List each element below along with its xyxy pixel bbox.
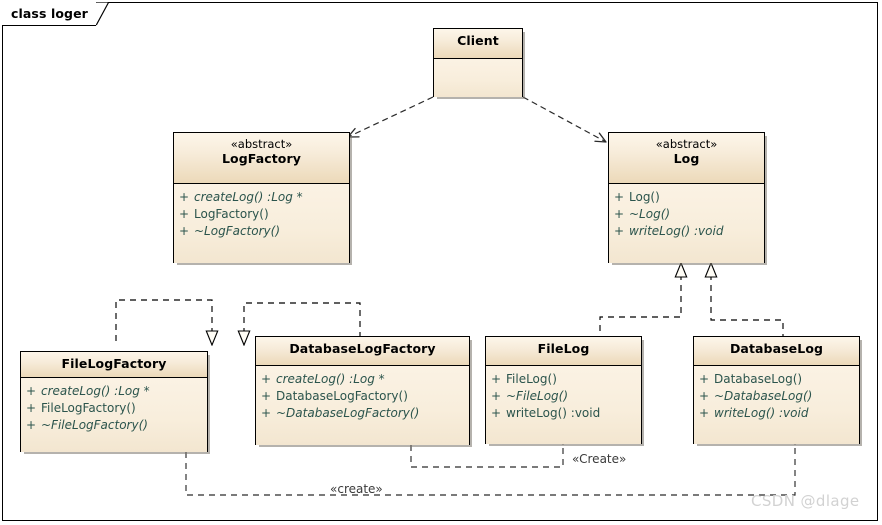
member-signature: ~Log(): [629, 207, 671, 221]
member-row: + writeLog() :void: [486, 405, 641, 422]
class-members-filelogfactory: + createLog() :Log * + FileLogFactory() …: [21, 378, 207, 452]
member-row: + createLog() :Log *: [21, 383, 207, 400]
member-visibility: +: [25, 401, 37, 415]
member-visibility: +: [613, 190, 625, 204]
class-header-logfactory: «abstract» LogFactory: [174, 133, 349, 184]
member-signature: ~FileLog(): [506, 389, 569, 403]
member-row: + ~DatabaseLog(): [694, 388, 859, 405]
member-signature: ~FileLogFactory(): [41, 418, 148, 432]
member-signature: LogFactory(): [194, 207, 269, 221]
class-header-databaselogfactory: DatabaseLogFactory: [256, 337, 469, 366]
member-row: + writeLog() :void: [694, 405, 859, 422]
member-row: + DatabaseLogFactory(): [256, 388, 469, 405]
class-header-filelog: FileLog: [486, 337, 641, 366]
class-stereotype-logfactory: «abstract»: [230, 137, 293, 151]
member-signature: writeLog() :void: [506, 406, 601, 420]
member-row: + createLog() :Log *: [174, 189, 349, 206]
member-visibility: +: [613, 207, 625, 221]
class-name-databaselog: DatabaseLog: [729, 341, 824, 356]
title-tab-body: class loger: [2, 2, 96, 26]
class-members-logfactory: + createLog() :Log * + LogFactory() + ~L…: [174, 184, 349, 263]
member-row: + ~DatabaseLogFactory(): [256, 405, 469, 422]
member-visibility: +: [25, 418, 37, 432]
title-tab-notch-icon: [96, 2, 110, 26]
class-box-filelogfactory[interactable]: FileLogFactory + createLog() :Log * + Fi…: [20, 351, 208, 452]
member-row: + Log(): [609, 189, 764, 206]
member-visibility: +: [260, 406, 272, 420]
member-visibility: +: [490, 406, 502, 420]
class-members-databaselog: + DatabaseLog() + ~DatabaseLog() + write…: [694, 366, 859, 444]
edge-label-create-lower: «create»: [330, 482, 383, 496]
class-header-filelogfactory: FileLogFactory: [21, 352, 207, 378]
member-row: + writeLog() :void: [609, 223, 764, 240]
member-signature: writeLog() :void: [714, 406, 809, 420]
member-row: + createLog() :Log *: [256, 371, 469, 388]
member-visibility: +: [490, 372, 502, 386]
watermark-text: CSDN @dlage: [751, 492, 860, 510]
class-box-client[interactable]: Client: [433, 28, 523, 97]
class-name-databaselogfactory: DatabaseLogFactory: [289, 341, 436, 356]
member-row: + ~LogFactory(): [174, 223, 349, 240]
member-row: + FileLog(): [486, 371, 641, 388]
class-stereotype-log: «abstract»: [655, 137, 718, 151]
member-signature: writeLog() :void: [629, 224, 724, 238]
class-box-log[interactable]: «abstract» Log + Log() + ~Log() + writeL…: [608, 132, 765, 263]
member-signature: FileLogFactory(): [41, 401, 136, 415]
edge-label-create-upper: «Create»: [572, 452, 627, 466]
member-signature: DatabaseLogFactory(): [276, 389, 408, 403]
class-box-filelog[interactable]: FileLog + FileLog() + ~FileLog() + write…: [485, 336, 642, 444]
class-name-client: Client: [457, 33, 499, 48]
class-members-client: [434, 59, 522, 97]
member-signature: ~LogFactory(): [194, 224, 280, 238]
class-members-databaselogfactory: + createLog() :Log * + DatabaseLogFactor…: [256, 366, 469, 445]
class-box-databaselogfactory[interactable]: DatabaseLogFactory + createLog() :Log * …: [255, 336, 470, 445]
member-row: + ~FileLogFactory(): [21, 417, 207, 434]
member-row: + DatabaseLog(): [694, 371, 859, 388]
member-visibility: +: [25, 384, 37, 398]
member-visibility: +: [613, 224, 625, 238]
member-row: + ~Log(): [609, 206, 764, 223]
member-visibility: +: [260, 389, 272, 403]
member-signature: FileLog(): [506, 372, 557, 386]
class-name-filelog: FileLog: [537, 341, 590, 356]
member-signature: createLog() :Log *: [194, 190, 303, 204]
member-visibility: +: [698, 406, 710, 420]
member-row: + LogFactory(): [174, 206, 349, 223]
member-signature: Log(): [629, 190, 660, 204]
diagram-title: class loger: [11, 6, 88, 21]
member-visibility: +: [178, 207, 190, 221]
class-members-filelog: + FileLog() + ~FileLog() + writeLog() :v…: [486, 366, 641, 444]
member-signature: ~DatabaseLogFactory(): [276, 406, 420, 420]
class-box-logfactory[interactable]: «abstract» LogFactory + createLog() :Log…: [173, 132, 350, 263]
class-name-filelogfactory: FileLogFactory: [61, 356, 167, 371]
member-visibility: +: [178, 190, 190, 204]
class-name-log: Log: [673, 151, 700, 166]
diagram-title-tab[interactable]: class loger: [2, 2, 110, 26]
class-box-databaselog[interactable]: DatabaseLog + DatabaseLog() + ~DatabaseL…: [693, 336, 860, 444]
member-visibility: +: [698, 372, 710, 386]
member-visibility: +: [698, 389, 710, 403]
member-visibility: +: [260, 372, 272, 386]
member-visibility: +: [490, 389, 502, 403]
class-name-logfactory: LogFactory: [221, 151, 302, 166]
member-signature: DatabaseLog(): [714, 372, 803, 386]
member-signature: createLog() :Log *: [41, 384, 150, 398]
member-row: + FileLogFactory(): [21, 400, 207, 417]
member-signature: createLog() :Log *: [276, 372, 385, 386]
class-header-client: Client: [434, 29, 522, 59]
class-members-log: + Log() + ~Log() + writeLog() :void: [609, 184, 764, 263]
member-row: + ~FileLog(): [486, 388, 641, 405]
member-signature: ~DatabaseLog(): [714, 389, 813, 403]
class-header-databaselog: DatabaseLog: [694, 337, 859, 366]
class-header-log: «abstract» Log: [609, 133, 764, 184]
member-visibility: +: [178, 224, 190, 238]
